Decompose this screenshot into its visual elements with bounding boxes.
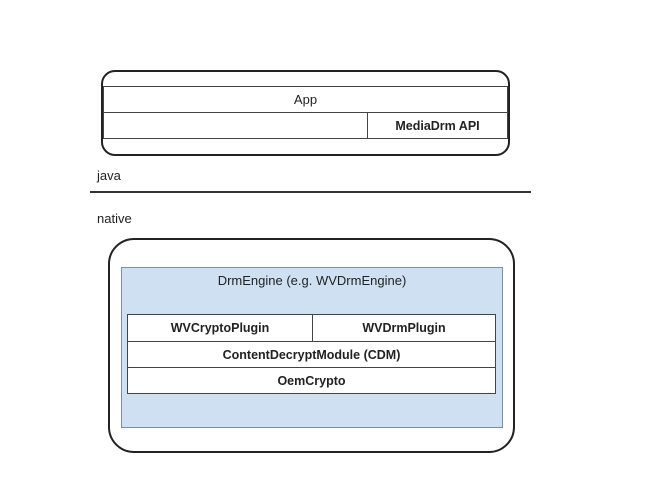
oemcrypto-label: OemCrypto [277, 373, 346, 388]
wvdrmplugin-label: WVDrmPlugin [362, 321, 446, 335]
oemcrypto-box: OemCrypto [127, 367, 496, 394]
mediadrm-api-box: MediaDrm API [367, 112, 508, 139]
wvcryptoplugin-box: WVCryptoPlugin [127, 314, 313, 342]
native-layer-container [108, 238, 515, 453]
native-layer-label: native [97, 211, 132, 226]
app-box: App [103, 86, 508, 113]
java-layer-container [101, 70, 510, 156]
java-native-divider [90, 191, 531, 193]
wvdrmplugin-box: WVDrmPlugin [312, 314, 496, 342]
cdm-box: ContentDecryptModule (CDM) [127, 341, 496, 368]
app-label: App [293, 92, 318, 107]
java-layer-label: java [97, 168, 121, 183]
drm-engine-label: DrmEngine (e.g. WVDrmEngine) [217, 273, 407, 288]
app-empty-cell [103, 112, 368, 139]
cdm-label: ContentDecryptModule (CDM) [222, 347, 401, 362]
wvcryptoplugin-label: WVCryptoPlugin [170, 321, 270, 335]
mediadrm-api-label: MediaDrm API [395, 118, 480, 133]
